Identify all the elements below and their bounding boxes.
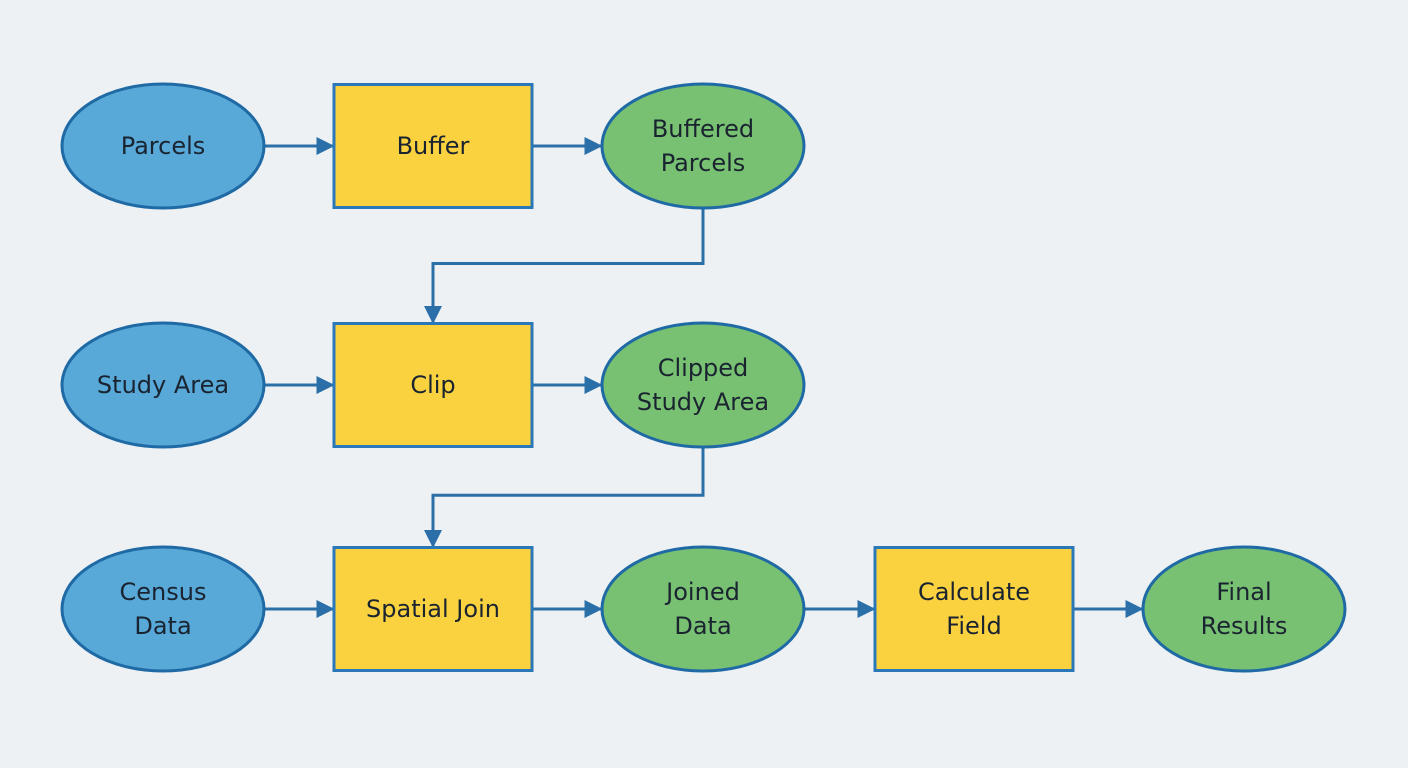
clip-label: Clip xyxy=(410,371,455,399)
node-study-area: Study Area xyxy=(60,321,266,449)
clip-box xyxy=(332,322,534,448)
arrow-clipped-study-area-to-spatial-join xyxy=(424,447,705,548)
census-data-ellipse xyxy=(60,545,266,673)
connectors xyxy=(264,137,1144,618)
buffered-parcels-label: Parcels xyxy=(661,149,746,177)
spatial-join-box xyxy=(332,546,534,672)
final-results-label: Results xyxy=(1201,612,1288,640)
node-spatial-join: Spatial Join xyxy=(332,546,534,672)
joined-data-label: Joined xyxy=(664,578,740,606)
joined-data-ellipse xyxy=(600,545,806,673)
final-results-ellipse xyxy=(1141,545,1347,673)
buffer-box xyxy=(332,83,534,209)
parcels-label: Parcels xyxy=(121,132,206,160)
calculate-field-label: Calculate xyxy=(918,578,1030,606)
spatial-join-label: Spatial Join xyxy=(366,595,500,623)
clipped-study-area-ellipse xyxy=(600,321,806,449)
buffer-label: Buffer xyxy=(397,132,470,160)
census-data-label: Census xyxy=(120,578,207,606)
buffered-parcels-label: Buffered xyxy=(652,115,754,143)
census-data-label: Data xyxy=(134,612,191,640)
buffered-parcels-ellipse xyxy=(600,82,806,210)
study-area-ellipse xyxy=(60,321,266,449)
node-parcels: Parcels xyxy=(60,82,266,210)
study-area-label: Study Area xyxy=(97,371,229,399)
arrow-buffered-parcels-to-clip xyxy=(424,208,705,324)
node-buffer: Buffer xyxy=(332,83,534,209)
clipped-study-area-label: Clipped xyxy=(658,354,749,382)
calculate-field-label: Field xyxy=(946,612,1001,640)
node-clip: Clip xyxy=(332,322,534,448)
joined-data-label: Data xyxy=(674,612,731,640)
final-results-label: Final xyxy=(1216,578,1271,606)
clipped-study-area-label: Study Area xyxy=(637,388,769,416)
calculate-field-box xyxy=(873,546,1075,672)
parcels-ellipse xyxy=(60,82,266,210)
